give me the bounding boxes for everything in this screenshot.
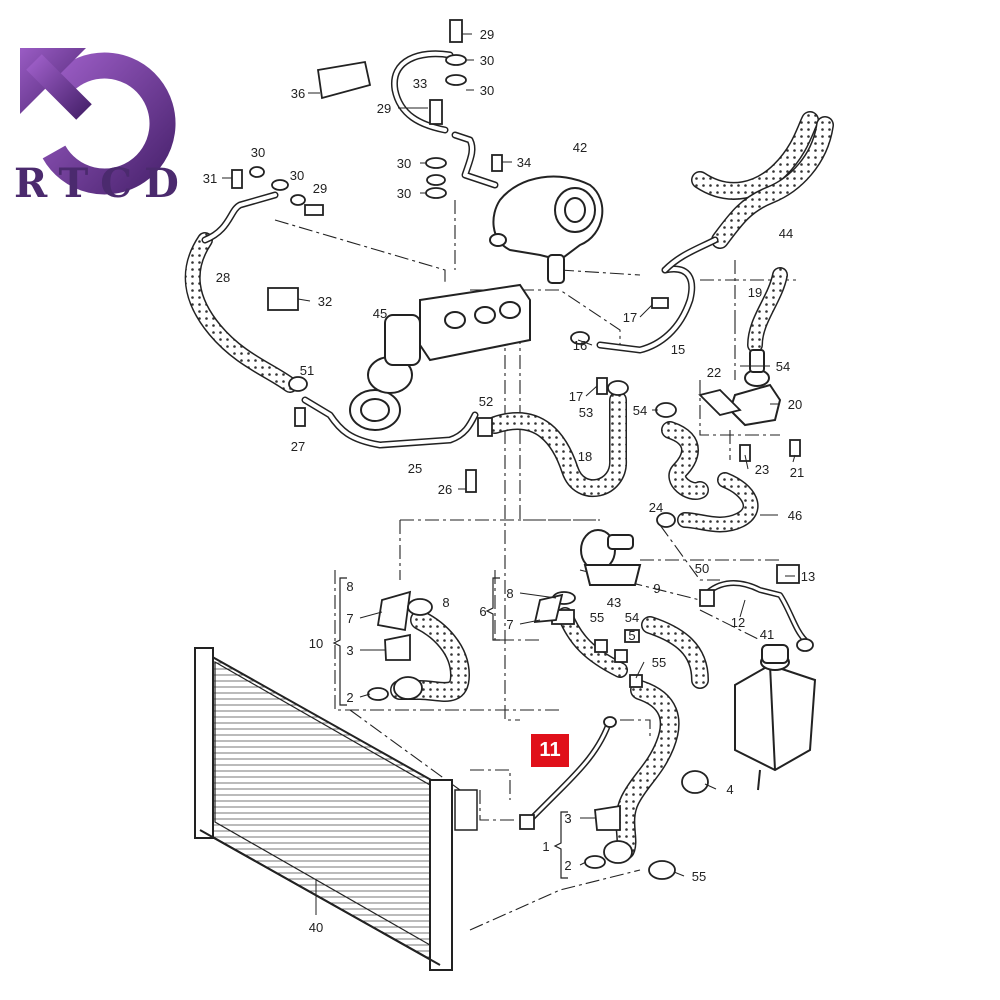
part-callout-c44: 44 [779,226,793,241]
part-callout-c3b: 3 [564,811,571,826]
part-callout-c46: 46 [788,508,802,523]
part-callout-c32: 32 [318,294,332,309]
part-callout-c52: 52 [479,394,493,409]
part-callout-c30d: 30 [397,156,411,171]
part-callout-c41: 41 [760,627,774,642]
part-callout-c5: 5 [628,628,635,643]
part-callout-c30a: 30 [480,53,494,68]
highlighted-part-label: 11 [531,734,569,767]
part-callout-c36: 36 [291,86,305,101]
part-callout-c53: 53 [579,405,593,420]
part-callout-c23: 23 [755,462,769,477]
part-callout-c55b: 55 [652,655,666,670]
part-callout-c8c: 8 [442,595,449,610]
part-callout-c33: 33 [413,76,427,91]
part-callout-c8b: 8 [506,586,513,601]
part-callout-c6: 6 [479,604,486,619]
part-callout-c3a: 3 [346,643,353,658]
part-callout-c45: 45 [373,306,387,321]
brand-logo-text: RTCD [14,160,191,207]
part-callout-c29b: 29 [377,101,391,116]
turbocharger [349,283,531,431]
part-callout-c26: 26 [438,482,452,497]
part-callout-c55a: 55 [590,610,604,625]
part-callout-c40: 40 [309,920,323,935]
part-callout-c2b: 2 [564,858,571,873]
part-callout-c51: 51 [300,363,314,378]
pipes [201,50,808,828]
part-callout-c9: 9 [653,581,660,596]
part-callout-c29c: 29 [313,181,327,196]
part-callout-c18: 18 [578,449,592,464]
part-callout-c15: 15 [671,342,685,357]
part-callout-c12: 12 [731,615,745,630]
part-callout-c54b: 54 [633,403,647,418]
part-callout-c50: 50 [695,561,709,576]
part-callout-c16: 16 [573,338,587,353]
part-callout-c54a: 54 [776,359,790,374]
part-callout-c29a: 29 [480,27,494,42]
part-callout-c13: 13 [801,569,815,584]
part-callout-c7a: 7 [346,611,353,626]
part-callout-c17a: 17 [623,310,637,325]
part-callout-c54c: 54 [625,610,639,625]
part-callout-c34: 34 [517,155,531,170]
radiator [194,647,478,971]
part-callout-c30e: 30 [290,168,304,183]
part-callout-c1: 1 [542,839,549,854]
part-callout-c4: 4 [726,782,733,797]
thermostat-housing [580,529,642,586]
part-callout-c24: 24 [649,500,663,515]
part-callout-c27: 27 [291,439,305,454]
hoses [184,111,834,860]
part-callout-c8a: 8 [346,579,353,594]
part-callout-c30f: 30 [397,186,411,201]
valve-assembly [728,349,782,427]
group-brackets [332,577,568,879]
rotate-arrow-logo-icon [20,48,176,195]
part-callout-c17b: 17 [569,389,583,404]
part-callout-c55c: 55 [692,869,706,884]
part-callout-c21: 21 [790,465,804,480]
part-callout-c2a: 2 [346,690,353,705]
part-callout-c30c: 30 [251,145,265,160]
part-callout-c30b: 30 [480,83,494,98]
part-callout-c31: 31 [203,171,217,186]
part-callout-c10: 10 [309,636,323,651]
part-callout-c20: 20 [788,397,802,412]
part-callout-c43: 43 [607,595,621,610]
part-callout-c42: 42 [573,140,587,155]
part-callout-c7b: 7 [506,617,513,632]
part-callout-c22: 22 [707,365,721,380]
part-callout-c25: 25 [408,461,422,476]
water-pump [489,175,604,284]
callout-leaders [222,33,796,915]
part-callout-c28: 28 [216,270,230,285]
expansion-tank [734,644,817,791]
part-callout-c19: 19 [748,285,762,300]
